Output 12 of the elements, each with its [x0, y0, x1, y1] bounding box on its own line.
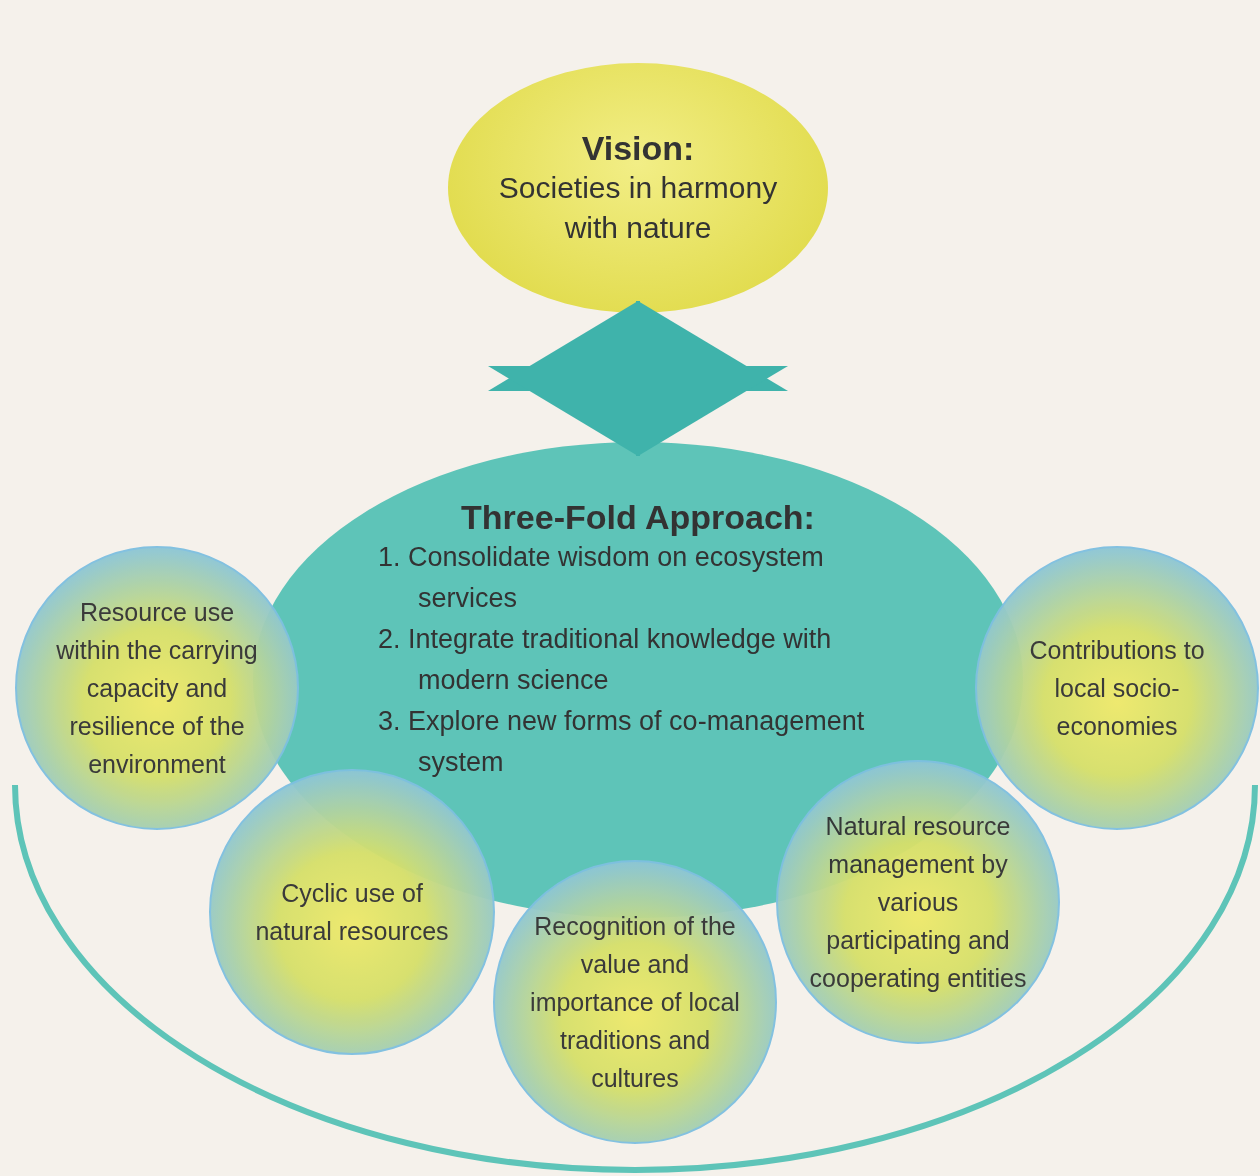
body-text: Societies in harmony with nature — [497, 170, 779, 246]
circle-text: Contributions to local socio-economies — [1028, 635, 1206, 742]
circle-text: Recognition of the value and importance of local traditions and cultures — [529, 911, 741, 1094]
circle-text: Natural resource management by various participating and cooperating entities — [808, 811, 1028, 994]
circle-text: Cyclic use of natural resources — [254, 878, 450, 947]
circle-text: Resource use within the carrying capacity and resilience of the environment — [55, 597, 259, 780]
heading: Vision: — [580, 128, 696, 168]
heading: Three-Fold Approach: — [461, 497, 815, 537]
list-item: 2. Integrate traditional knowledge with modern science — [378, 623, 833, 697]
list-item: 3. Explore new forms of co-management system — [378, 705, 866, 779]
double-arrow — [488, 301, 788, 456]
list-item: 1. Consolidate wisdom on ecosystem services — [378, 541, 825, 615]
